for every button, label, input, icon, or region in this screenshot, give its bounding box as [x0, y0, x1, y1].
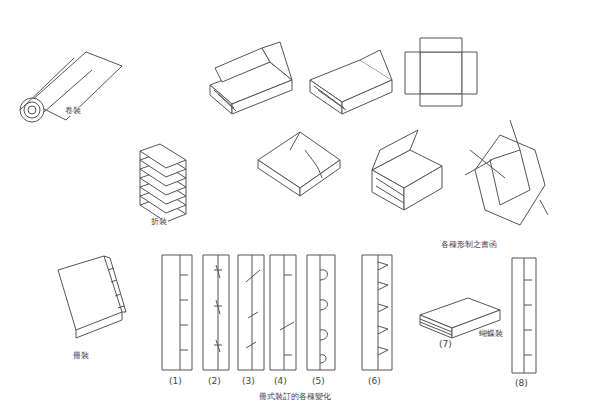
callout-number: (2)	[207, 377, 222, 387]
callout-number: (4)	[273, 377, 288, 387]
caption-label: 冊裝	[72, 352, 90, 361]
callout-number: (5)	[311, 377, 326, 387]
caption-label: 蝴蝶裝	[478, 330, 504, 339]
callout-number: (7)	[438, 340, 453, 350]
caption-label: 冊式裝訂的各種變化	[258, 393, 332, 402]
caption-label: 卷裝	[64, 107, 82, 116]
callout-number: (3)	[241, 377, 256, 387]
callout-number: (6)	[367, 377, 382, 387]
callout-number: (8)	[514, 379, 529, 389]
caption-label: 各種形制之書函	[440, 241, 498, 250]
callout-number: (1)	[168, 377, 183, 387]
caption-label: 折裝	[150, 218, 168, 227]
